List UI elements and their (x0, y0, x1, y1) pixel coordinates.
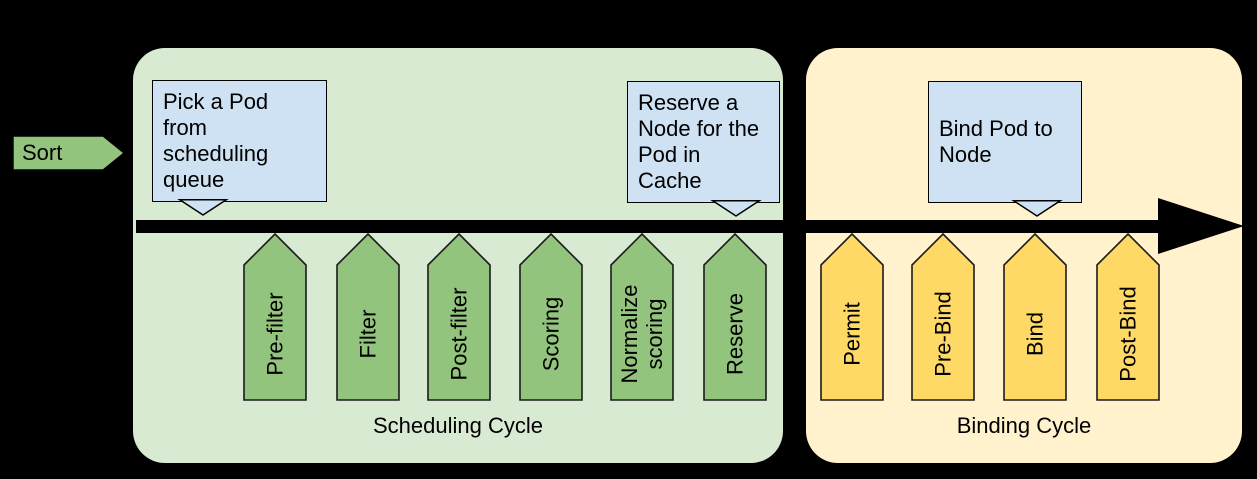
step-permit: Permit (820, 233, 884, 401)
step-pre-filter: Pre-filter (243, 233, 307, 401)
step-post-filter: Post-filter (427, 233, 491, 401)
step-reserve-label: Reserve (722, 292, 748, 375)
callout-pointer-icon (1011, 200, 1063, 217)
step-filter: Filter (336, 233, 400, 401)
timeline-arrowhead-icon (1158, 198, 1244, 254)
step-reserve: Reserve (703, 233, 767, 401)
step-bind: Bind (1003, 233, 1067, 401)
callout-pick-pod-text: Pick a Pod from scheduling queue (163, 89, 269, 192)
callout-bind-pod-text: Bind Pod to Node (939, 116, 1053, 167)
callout-reserve-node-text: Reserve a Node for the Pod in Cache (638, 90, 760, 193)
callout-reserve-node: Reserve a Node for the Pod in Cache (627, 81, 780, 217)
step-post-bind-label: Post-Bind (1115, 286, 1141, 382)
step-permit-label: Permit (839, 302, 865, 366)
sort-arrow: Sort (12, 135, 125, 171)
binding-cycle-title: Binding Cycle (956, 413, 1092, 438)
step-pre-bind-label: Pre-Bind (930, 291, 956, 377)
timeline-arrow-shaft (136, 220, 1162, 233)
step-filter-label: Filter (355, 309, 381, 359)
callout-pointer-icon (710, 200, 762, 217)
callout-pointer-icon (177, 199, 229, 216)
step-scoring: Scoring (519, 233, 583, 401)
step-pre-filter-label: Pre-filter (262, 292, 288, 376)
callout-bind-pod: Bind Pod to Node (928, 81, 1082, 217)
callout-pick-pod: Pick a Pod from scheduling queue (152, 80, 327, 216)
step-pre-bind: Pre-Bind (911, 233, 975, 401)
step-normalize-scoring: Normalize scoring (610, 233, 674, 401)
step-post-filter-label: Post-filter (446, 287, 472, 381)
step-normalize-scoring-label: Normalize scoring (617, 284, 667, 384)
step-bind-label: Bind (1022, 311, 1048, 356)
scheduling-cycle-title: Scheduling Cycle (373, 413, 543, 438)
step-scoring-label: Scoring (538, 296, 564, 372)
sort-arrow-shape (12, 135, 125, 171)
sort-label: Sort (22, 140, 63, 165)
step-post-bind: Post-Bind (1096, 233, 1160, 401)
